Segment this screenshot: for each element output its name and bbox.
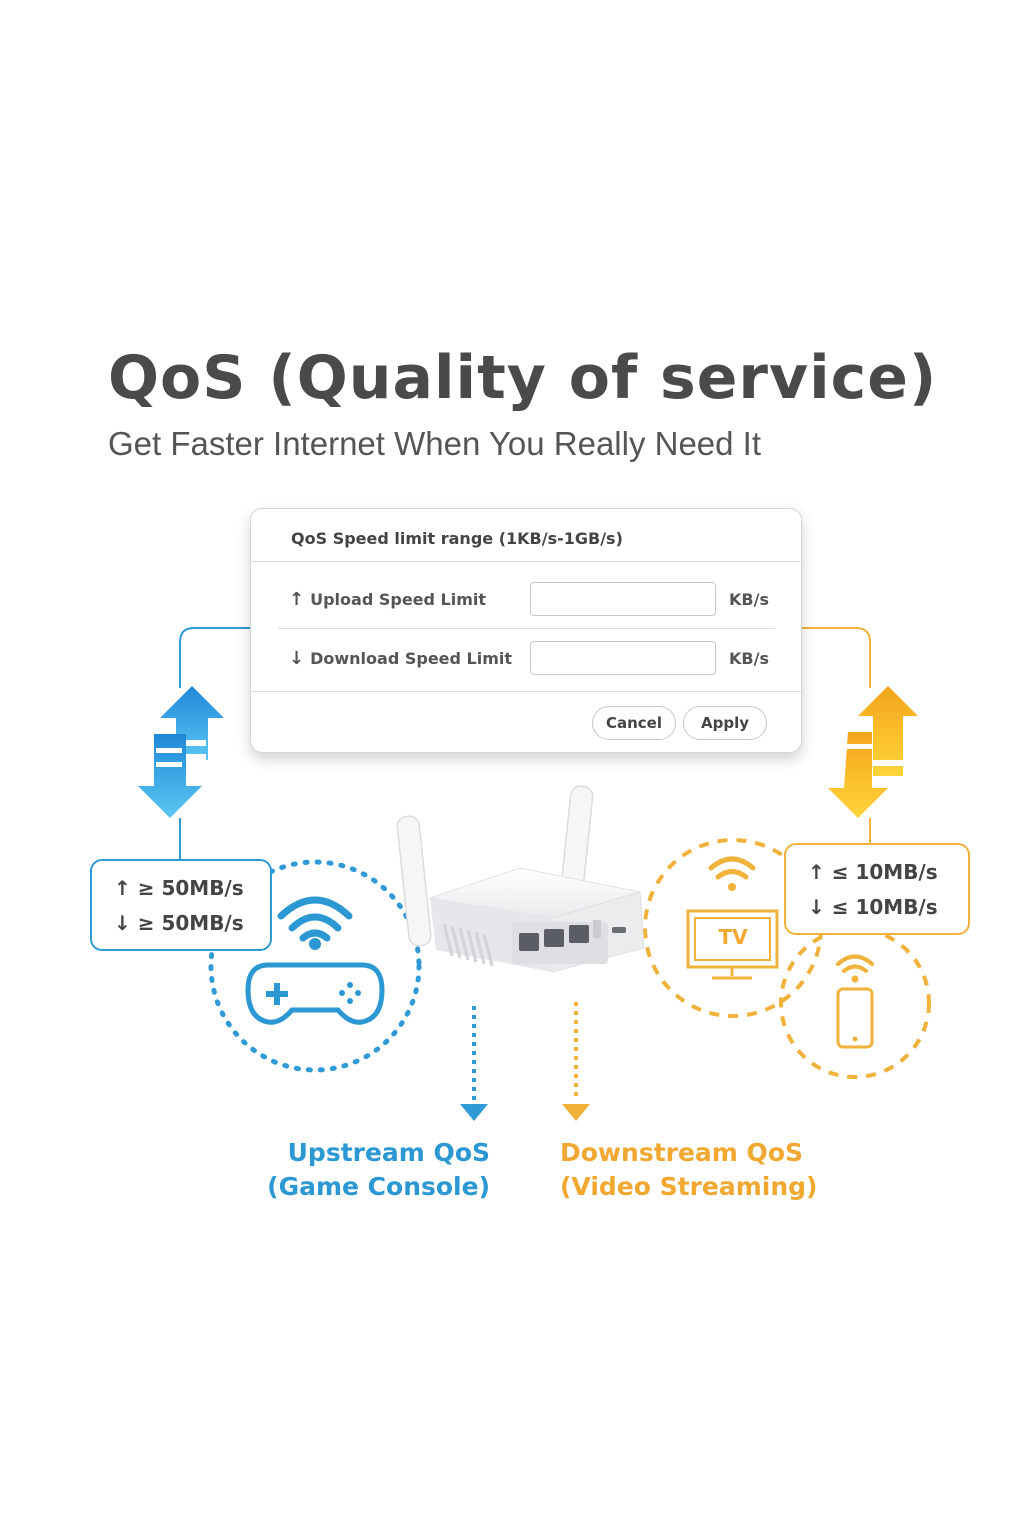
arrow-down-icon: ↓ bbox=[289, 648, 305, 669]
wifi-icon bbox=[836, 954, 874, 973]
downstream-caption: Downstream QoS (Video Streaming) bbox=[560, 1136, 860, 1204]
download-speed-row: ↓ Download Speed Limit bbox=[289, 648, 512, 669]
upload-speed-input[interactable] bbox=[530, 582, 716, 616]
router-icon bbox=[396, 785, 645, 973]
downstream-speed-box: ↑ ≤ 10MB/s ↓ ≤ 10MB/s bbox=[784, 843, 970, 935]
blue-transfer-arrows-icon bbox=[138, 686, 224, 818]
orange-transfer-arrows-icon bbox=[828, 686, 918, 818]
upstream-speed-box: ↑ ≥ 50MB/s ↓ ≥ 50MB/s bbox=[90, 859, 272, 951]
upstream-caption: Upstream QoS (Game Console) bbox=[240, 1136, 490, 1204]
wifi-icon bbox=[708, 856, 756, 880]
wifi-icon bbox=[277, 896, 353, 942]
download-speed-unit: KB/s bbox=[729, 649, 769, 668]
upstream-down-limit-value: ≥ 50MB/s bbox=[137, 911, 244, 935]
tv-icon bbox=[686, 909, 779, 980]
page-subtitle: Get Faster Internet When You Really Need… bbox=[108, 425, 762, 462]
apply-button[interactable]: Apply bbox=[683, 706, 767, 740]
qos-settings-panel: QoS Speed limit range (1KB/s-1GB/s) ↑ Upl… bbox=[250, 508, 802, 753]
upstream-caption-line2: (Game Console) bbox=[267, 1172, 490, 1201]
tv-label: TV bbox=[718, 925, 748, 949]
downstream-caption-line2: (Video Streaming) bbox=[560, 1172, 818, 1201]
panel-title: QoS Speed limit range (1KB/s-1GB/s) bbox=[291, 529, 623, 548]
divider bbox=[278, 628, 775, 629]
arrow-down-icon: ↓ bbox=[114, 911, 138, 935]
cancel-button[interactable]: Cancel bbox=[592, 706, 676, 740]
upstream-down-arrow-icon bbox=[460, 1006, 488, 1121]
gamepad-icon bbox=[245, 962, 385, 1025]
arrow-up-icon: ↑ bbox=[289, 589, 305, 610]
upload-speed-row: ↑ Upload Speed Limit bbox=[289, 589, 486, 610]
downstream-caption-line1: Downstream QoS bbox=[560, 1138, 803, 1167]
downstream-down-limit: ↓ ≤ 10MB/s bbox=[808, 895, 938, 919]
phone-icon bbox=[836, 987, 874, 1049]
upload-speed-unit: KB/s bbox=[729, 590, 769, 609]
upstream-device-circle bbox=[208, 859, 422, 1073]
upstream-up-limit: ↑ ≥ 50MB/s bbox=[114, 876, 244, 900]
download-speed-label: Download Speed Limit bbox=[310, 649, 513, 668]
downstream-up-limit: ↑ ≤ 10MB/s bbox=[808, 860, 938, 884]
divider bbox=[251, 691, 801, 692]
arrow-up-icon: ↑ bbox=[808, 860, 832, 884]
upload-speed-label: Upload Speed Limit bbox=[310, 590, 487, 609]
arrow-up-icon: ↑ bbox=[114, 876, 138, 900]
upstream-down-limit: ↓ ≥ 50MB/s bbox=[114, 911, 244, 935]
blue-connector-line bbox=[179, 627, 250, 688]
downstream-down-limit-value: ≤ 10MB/s bbox=[831, 895, 938, 919]
upstream-caption-line1: Upstream QoS bbox=[287, 1138, 490, 1167]
downstream-down-arrow-icon bbox=[562, 1002, 590, 1121]
orange-connector-line bbox=[800, 627, 871, 688]
page-title: QoS (Quality of service) bbox=[108, 343, 938, 413]
downstream-up-limit-value: ≤ 10MB/s bbox=[831, 860, 938, 884]
download-speed-input[interactable] bbox=[530, 641, 716, 675]
arrow-down-icon: ↓ bbox=[808, 895, 832, 919]
upstream-up-limit-value: ≥ 50MB/s bbox=[137, 876, 244, 900]
divider bbox=[251, 561, 801, 562]
